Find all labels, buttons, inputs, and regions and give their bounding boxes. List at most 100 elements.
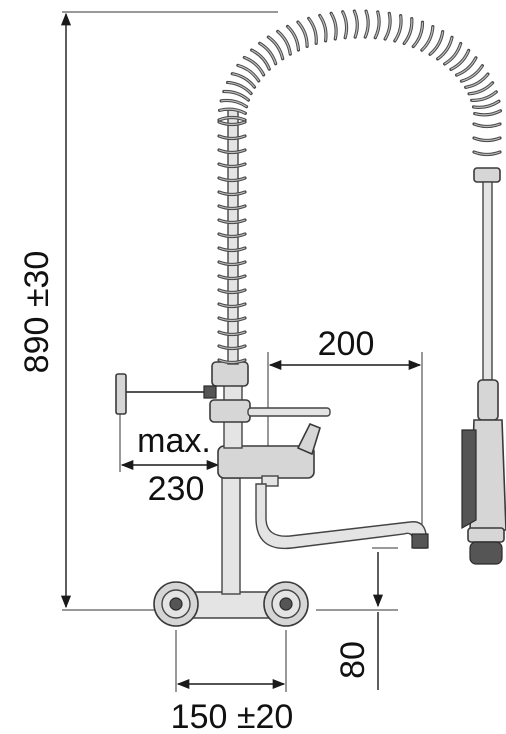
reach-dimension-label: 200	[318, 325, 375, 363]
lever-handle	[296, 422, 321, 456]
spring-coil-highlight	[342, 11, 348, 38]
bracket-clamp	[203, 385, 217, 399]
spring-coil-highlight	[364, 10, 369, 38]
spring-coil-highlight	[465, 73, 489, 88]
spray-trigger	[461, 429, 477, 530]
spring-coil-highlight	[259, 42, 277, 64]
spring-coil-highlight	[218, 331, 246, 336]
spring-coil-highlight	[374, 11, 380, 39]
left-connector-core	[169, 597, 183, 611]
spring-coil-highlight	[218, 135, 246, 140]
side-max-value: 230	[148, 470, 205, 508]
spring-coil-highlight	[471, 91, 497, 101]
spring-coil-highlight	[456, 57, 477, 76]
right-connector-core	[279, 597, 293, 611]
lower-riser	[221, 477, 241, 595]
bracket-plate	[115, 373, 127, 415]
spring-coil-highlight	[218, 247, 246, 252]
spring-coil-loop	[236, 63, 261, 83]
centers-dimension: 150 ±20	[171, 630, 294, 734]
wall-bracket	[115, 373, 217, 415]
spring-coil-loop	[420, 24, 435, 52]
spring-coil-highlight	[437, 37, 453, 60]
swivel-spout	[255, 483, 427, 550]
spring-coil-highlight	[468, 82, 494, 95]
spring-coil-highlight	[412, 22, 424, 47]
spring-coil-highlight	[218, 116, 246, 121]
spring-coil-highlight	[218, 275, 246, 280]
mixer-body	[217, 422, 321, 487]
spring-coil-highlight	[221, 99, 247, 108]
spring-coil-highlight	[218, 233, 246, 238]
spring-coil-highlight	[218, 261, 246, 266]
spring-coil-highlight	[473, 100, 500, 108]
spring-coil-highlight	[450, 50, 470, 70]
spring-coil-highlight	[319, 15, 327, 41]
wall-offset-label: 80	[334, 641, 372, 679]
height-dimension-label: 890 ±30	[18, 251, 56, 374]
hose-collar	[477, 379, 499, 421]
spring-coil-highlight	[251, 49, 270, 70]
lower-fitting	[209, 399, 251, 423]
spring-coil-highlight	[287, 25, 300, 51]
spring-coil-highlight	[384, 13, 391, 40]
side-bracket-dimension: max. 230	[119, 392, 220, 508]
spring-coil-loop	[242, 55, 266, 77]
spring-coil-highlight	[277, 30, 291, 55]
spring-coil-loop	[250, 48, 271, 71]
spring-coil-loop	[454, 56, 478, 77]
spring-coil-highlight	[218, 359, 246, 364]
spring-coil-highlight	[394, 15, 402, 42]
spring-coil-highlight	[232, 73, 255, 88]
spring-coil-highlight	[218, 149, 246, 154]
spring-coil-loop	[258, 41, 278, 66]
pre-rinse-assembly	[461, 167, 506, 565]
wall-base	[153, 581, 309, 627]
spring-coil-highlight	[473, 151, 501, 156]
spring-coil-highlight	[218, 345, 246, 350]
spring-coil-highlight	[218, 121, 246, 126]
spring-coil-highlight	[474, 110, 501, 116]
spring-coil-highlight	[473, 137, 501, 142]
wall-offset-dimension: 80	[316, 547, 398, 690]
reach-dimension: 200	[267, 325, 423, 532]
hose-tube	[482, 181, 493, 381]
spring-coil-highlight	[244, 56, 265, 76]
spring-coil-highlight	[330, 12, 337, 40]
spring-coil-highlight	[218, 289, 246, 294]
spring-coil-loop	[459, 64, 484, 83]
spring-coil-highlight	[421, 26, 434, 51]
side-max-label: max.	[137, 422, 211, 460]
spring-coil-highlight	[403, 18, 413, 44]
spring-coil-loop	[449, 48, 471, 71]
spring-coil-highlight	[218, 317, 246, 322]
shelf-plate	[247, 407, 331, 417]
mixer-housing	[217, 445, 315, 479]
spring-coil-loop	[464, 72, 490, 89]
spring-coil-highlight	[218, 219, 246, 224]
spring-coil-highlight	[308, 18, 317, 44]
spring-coil-highlight	[444, 43, 462, 65]
spray-head-ring	[467, 527, 505, 543]
spring-coil-highlight	[227, 81, 252, 94]
spring-coil-highlight	[223, 90, 249, 101]
hose-top-cap	[473, 167, 501, 183]
spring-coil-highlight	[237, 64, 260, 82]
spring-coil-highlight	[218, 303, 246, 308]
spout-collar	[261, 475, 279, 487]
spring-coil-highlight	[353, 10, 358, 38]
spring-coil-highlight	[473, 123, 501, 128]
spring-coil-highlight	[219, 108, 246, 114]
centers-dimension-label: 150 ±20	[171, 698, 294, 734]
spout-aerator	[411, 533, 429, 549]
spring-coil-highlight	[429, 31, 444, 55]
spring-coil-highlight	[461, 65, 483, 82]
spring-coil-highlight	[218, 205, 246, 210]
spring-coil-highlight	[218, 163, 246, 168]
height-dimension: 890 ±30	[18, 11, 278, 611]
spray-nozzle	[469, 541, 503, 565]
faucet-body	[115, 9, 506, 627]
spring-coil-highlight	[268, 36, 284, 59]
spring-coil	[217, 9, 503, 365]
